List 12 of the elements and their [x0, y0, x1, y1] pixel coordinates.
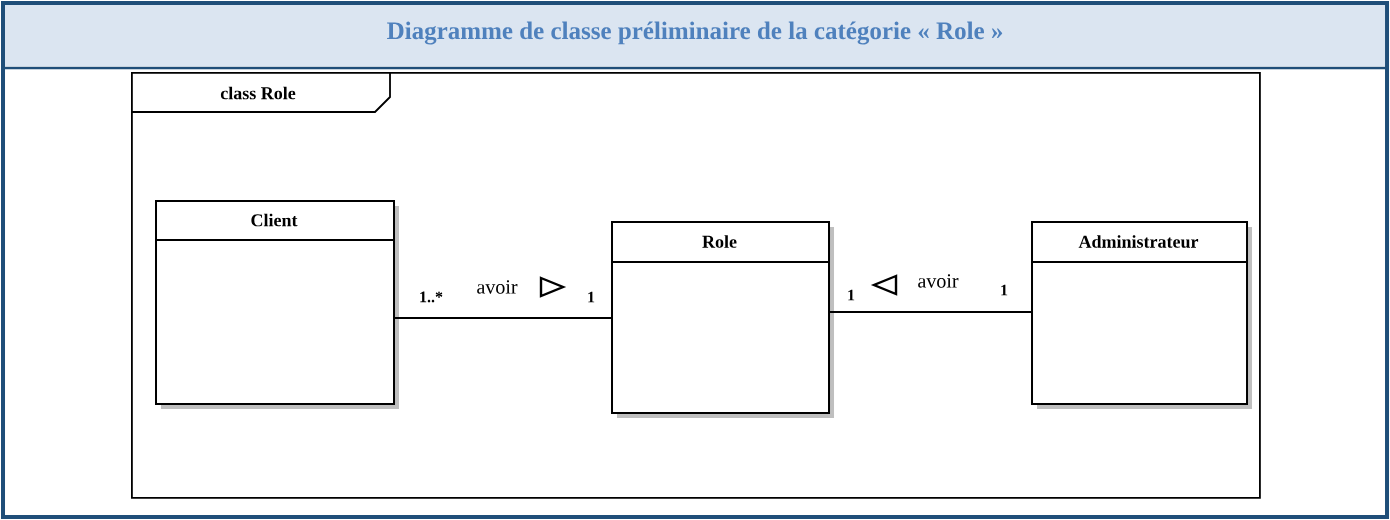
- edge-label: avoir: [918, 274, 959, 288]
- multiplicity: 1: [588, 291, 595, 303]
- title-banner: Diagramme de classe préliminaire de la catégorie « Role »: [5, 5, 1385, 70]
- association-line: [394, 317, 612, 319]
- edge-label: avoir: [477, 280, 518, 294]
- class-box: Role: [610, 221, 834, 418]
- multiplicity: 1..*: [420, 291, 443, 303]
- multiplicity: 1: [848, 289, 855, 301]
- association-line: [829, 311, 1032, 313]
- class-box: Client: [154, 200, 399, 409]
- class-box: Administrateur: [1030, 221, 1252, 409]
- multiplicity: 1: [1001, 284, 1008, 296]
